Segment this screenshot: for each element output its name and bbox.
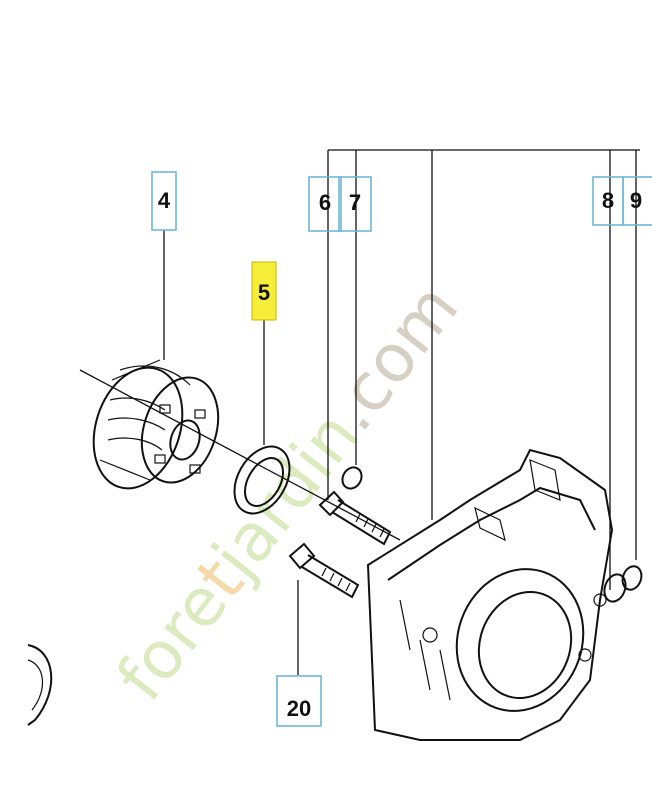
callout-4-label: 4 (158, 188, 171, 213)
callout-5-label: 5 (258, 280, 270, 305)
pulley-part-4 (92, 359, 220, 490)
callout-6: 6 (308, 176, 342, 232)
callout-8: 8 (592, 176, 624, 226)
callout-5: 5 (251, 261, 277, 321)
screw-part-20 (288, 542, 360, 599)
callout-20: 20 (276, 675, 322, 727)
callout-4: 4 (151, 171, 177, 231)
bolt-part-6 (318, 490, 392, 546)
watermark-jardin: jardin (197, 397, 374, 593)
washer-part-5 (233, 445, 291, 515)
nut-part-8-9 (603, 565, 643, 603)
partial-part-left (27, 644, 53, 726)
callout-20-label: 20 (287, 696, 311, 721)
callout-9: 9 (622, 176, 652, 226)
housing (366, 448, 614, 741)
callout-7-label: 7 (349, 190, 361, 215)
callout-9-label: 9 (630, 188, 642, 213)
svg-text:foretjardin.com: foretjardin.com (102, 270, 473, 715)
o-ring-part-7 (341, 466, 363, 490)
callout-6-label: 6 (319, 190, 331, 215)
callout-7: 7 (338, 176, 372, 232)
callout-8-label: 8 (602, 188, 614, 213)
watermark: foretjardin.com (102, 270, 473, 715)
